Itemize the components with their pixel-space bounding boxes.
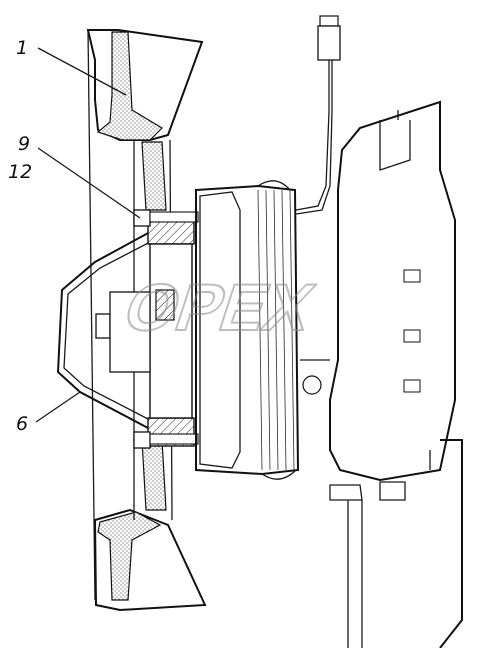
engine-housing	[300, 100, 463, 648]
leader-line-6	[35, 391, 81, 423]
leader-line-1	[37, 47, 127, 96]
callout-6: 6	[16, 413, 28, 435]
leader-line-9	[37, 147, 141, 219]
callout-12: 12	[8, 161, 32, 183]
callout-1: 1	[16, 37, 28, 59]
center-nut	[95, 291, 151, 373]
fan-blade-lower	[93, 508, 207, 612]
fan-cover-shroud	[56, 231, 151, 429]
sensor-connector	[295, 15, 341, 215]
mounting-bolt-upper	[133, 209, 199, 227]
callout-9: 9	[18, 133, 30, 155]
clutch-pulley	[195, 180, 300, 480]
mounting-bolt-lower	[133, 431, 199, 449]
watermark-text: OPEX	[115, 272, 322, 345]
watermark: OPEX	[114, 271, 323, 346]
fan-blade-upper	[86, 29, 204, 601]
